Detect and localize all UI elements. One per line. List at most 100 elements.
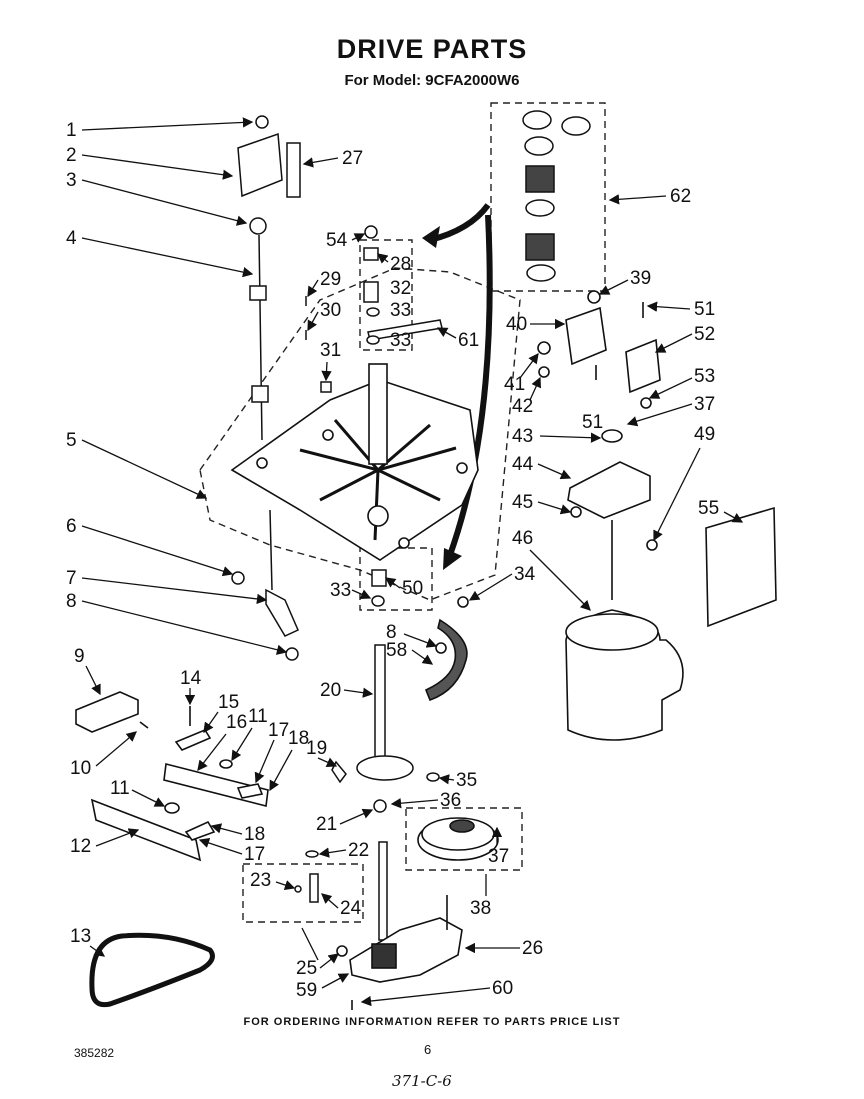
- shaft-hardware: [363, 225, 443, 345]
- roller-bearing-part: [525, 165, 555, 193]
- callout-50: 50: [402, 578, 423, 599]
- callout-1: 1: [66, 120, 77, 141]
- callout-23: 23: [250, 870, 271, 891]
- drive-shaft-assembly: [356, 569, 414, 941]
- callout-8-right: 8: [386, 622, 397, 643]
- callout-35: 35: [456, 770, 477, 791]
- nut-part: [285, 647, 299, 661]
- hose-and-clip: [424, 596, 469, 702]
- brake-linkage-assembly: [231, 115, 332, 661]
- clip-part: [249, 285, 267, 301]
- callout-2: 2: [66, 145, 77, 166]
- pulley-box: [405, 807, 523, 871]
- ball-part: [249, 217, 267, 235]
- bracket-part: [237, 132, 283, 198]
- callout-37-motor: 37: [694, 394, 715, 415]
- motor-assembly: [537, 290, 777, 741]
- callout-17-upper: 17: [268, 720, 289, 741]
- callout-26: 26: [522, 938, 543, 959]
- callout-36: 36: [440, 790, 461, 811]
- callout-7: 7: [66, 568, 77, 589]
- callout-22: 22: [348, 840, 369, 861]
- base-plate-outline: [199, 267, 521, 601]
- bearing-kit-parts: [522, 110, 591, 282]
- callout-59: 59: [296, 980, 317, 1001]
- callout-33-upper: 33: [390, 300, 411, 321]
- ordering-note: FOR ORDERING INFORMATION REFER TO PARTS …: [243, 1016, 621, 1028]
- callout-44: 44: [512, 454, 534, 475]
- pulley: [417, 817, 499, 861]
- callout-17-lower: 17: [244, 844, 265, 865]
- washer-part: [525, 199, 555, 217]
- callout-14: 14: [180, 668, 202, 689]
- callout-60: 60: [492, 978, 513, 999]
- dashed-group-boxes: [199, 102, 606, 923]
- callout-33-lower: 33: [330, 580, 351, 601]
- callout-19: 19: [306, 738, 327, 759]
- callout-54: 54: [326, 230, 348, 251]
- callout-39: 39: [630, 268, 651, 289]
- callout-61: 61: [458, 330, 479, 351]
- seal-part: [524, 136, 554, 156]
- callout-58: 58: [386, 640, 407, 661]
- callout-21: 21: [316, 814, 337, 835]
- callout-51-lower: 51: [582, 412, 603, 433]
- motor-shield: [705, 506, 777, 628]
- callouts: 1 2 3 4 27 29 30 31 54 28 32 33 33 61 62…: [66, 117, 744, 1007]
- callout-27: 27: [342, 148, 363, 169]
- callout-51-upper: 51: [694, 299, 715, 320]
- callout-13: 13: [70, 926, 91, 947]
- callout-11-upper: 11: [248, 706, 268, 727]
- callout-43: 43: [512, 426, 533, 447]
- callout-10: 10: [70, 758, 91, 779]
- callout-8-left: 8: [66, 591, 77, 612]
- seal-part: [561, 116, 591, 136]
- bearing-kit-box: [490, 102, 606, 292]
- document-number: 385282: [74, 1046, 115, 1060]
- callout-62: 62: [670, 186, 691, 207]
- callout-30: 30: [320, 300, 341, 321]
- linkage-rod: [258, 234, 263, 441]
- washer-part: [526, 264, 556, 282]
- drive-belt: [89, 932, 215, 1008]
- handwritten-note: 371-C-6: [392, 1072, 452, 1090]
- callout-34: 34: [514, 564, 536, 585]
- callout-53: 53: [694, 366, 715, 387]
- base-plate: [230, 363, 479, 561]
- callout-40: 40: [506, 314, 527, 335]
- callout-5: 5: [66, 430, 77, 451]
- callout-24: 24: [340, 898, 362, 919]
- callout-52: 52: [694, 324, 715, 345]
- curved-arrow-lower: [447, 214, 493, 557]
- lower-left-parts: [75, 691, 269, 1008]
- callout-4: 4: [66, 228, 77, 249]
- nut-part: [320, 381, 332, 393]
- callout-32: 32: [390, 278, 411, 299]
- callout-6: 6: [66, 516, 77, 537]
- lever-part: [265, 588, 299, 637]
- callout-18-upper: 18: [288, 728, 309, 749]
- callout-28: 28: [390, 254, 411, 275]
- callout-42: 42: [512, 396, 533, 417]
- callout-18-lower: 18: [244, 824, 265, 845]
- callout-12: 12: [70, 836, 91, 857]
- callout-16: 16: [226, 712, 247, 733]
- page-title: DRIVE PARTS: [336, 34, 528, 64]
- model-subtitle: For Model: 9CFA2000W6: [344, 72, 520, 89]
- callout-25: 25: [296, 958, 317, 979]
- clutch-pin-box: [242, 863, 364, 923]
- gearcase: [336, 895, 463, 1010]
- callout-33-middle: 33: [390, 330, 411, 351]
- screw-part: [231, 571, 245, 585]
- curved-arrows: [422, 203, 493, 570]
- callout-9: 9: [74, 646, 85, 667]
- callout-46: 46: [512, 528, 533, 549]
- callout-20: 20: [320, 680, 341, 701]
- callout-11-lower: 11: [110, 778, 130, 799]
- callout-31: 31: [320, 340, 341, 361]
- curved-arrow-upper: [429, 203, 491, 243]
- seal-part: [522, 110, 552, 130]
- nut-part: [255, 115, 269, 129]
- clip-part: [251, 385, 269, 403]
